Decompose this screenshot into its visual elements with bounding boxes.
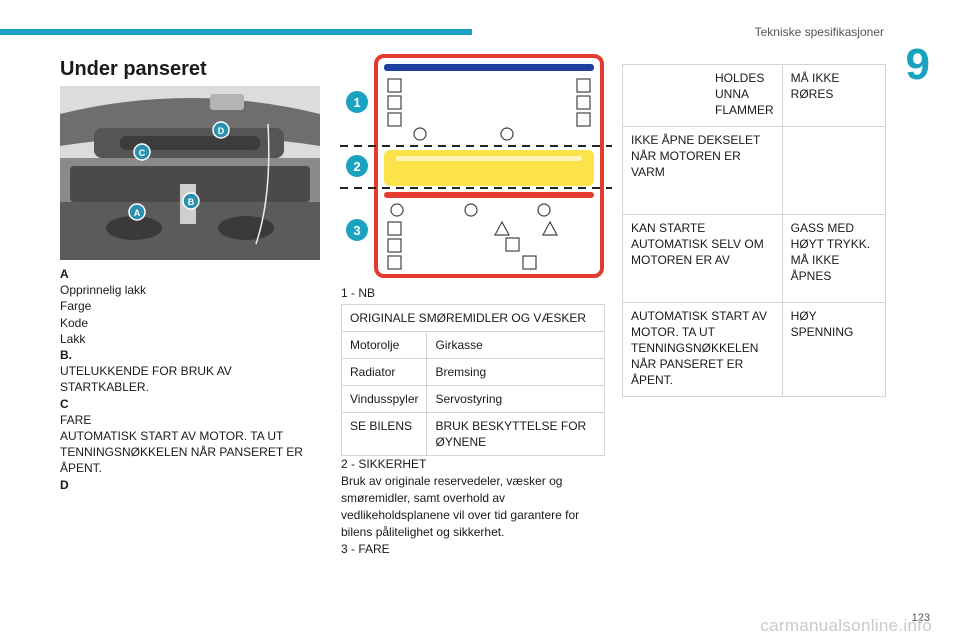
- red-band: [384, 192, 594, 198]
- section3-caption: 3 - FARE: [341, 542, 390, 556]
- table-cell: Servostyring: [426, 385, 605, 413]
- svg-text:C: C: [139, 148, 146, 158]
- photo-marker-a: [128, 203, 146, 221]
- yellow-band: [384, 150, 594, 186]
- marker-3: 3: [344, 217, 370, 243]
- table-cell: SE BILENS: [340, 412, 428, 456]
- label-line: AUTOMATISK START AV MOTOR. TA UT TENNING…: [60, 429, 303, 476]
- label-line: Farge: [60, 299, 92, 314]
- section1-caption: 1 - NB: [341, 286, 376, 300]
- label-line: B.: [60, 348, 72, 363]
- marker-1: 1: [344, 89, 370, 115]
- table-cell: [781, 126, 887, 215]
- table-row: Vindusspyler Servostyring: [340, 385, 605, 413]
- watermark: carmanualsonline.info: [760, 616, 932, 635]
- photo-marker-b: [182, 192, 200, 210]
- table-row: Radiator Bremsing: [340, 358, 605, 386]
- label-line: D: [60, 477, 69, 492]
- page-number: 123: [911, 612, 930, 624]
- hood-label-diagram: 1 2 3: [340, 52, 612, 280]
- label-line: UTELUKKENDE FOR BRUK AV STARTKABLER.: [60, 364, 232, 395]
- marker-2: 2: [344, 153, 370, 179]
- svg-text:B: B: [188, 197, 195, 207]
- table-cell: BRUK BESKYTTELSE FOR ØYNENE: [426, 412, 605, 456]
- fluids-table: ORIGINALE SMØREMIDLER OG VÆSKER Motorolj…: [340, 304, 605, 456]
- engine-bay-illustration: D C B A: [60, 86, 320, 260]
- photo-marker-d: [212, 121, 230, 139]
- svg-text:D: D: [218, 126, 225, 136]
- table-row: ORIGINALE SMØREMIDLER OG VÆSKER: [341, 304, 605, 332]
- table-cell: HØY SPENNING: [781, 302, 887, 397]
- photo-marker-c: [133, 143, 151, 161]
- table-cell: HOLDES UNNA FLAMMER: [622, 64, 783, 127]
- table-row: IKKE ÅPNE DEKSELET NÅR MOTOREN ER VARM: [622, 126, 887, 215]
- label-line: Lakk: [60, 331, 86, 346]
- svg-text:2: 2: [353, 159, 360, 174]
- section2-caption: 2 - SIKKERHET: [341, 457, 427, 471]
- table-row: AUTOMATISK START AV MOTOR. TA UT TENNING…: [622, 302, 887, 397]
- safety-section: 2 - SIKKERHET Bruk av originale reserved…: [341, 456, 605, 558]
- table-row: KAN STARTE AUTOMATISK SELV OM MOTOREN ER…: [622, 214, 887, 303]
- table-cell: IKKE ÅPNE DEKSELET NÅR MOTOREN ER VARM: [622, 126, 783, 215]
- engine-bay-photo: D C B A: [60, 86, 320, 260]
- label-line: Opprinnelig lakk: [60, 283, 147, 298]
- top-accent-bar: [0, 29, 472, 35]
- table-cell: Vindusspyler: [340, 385, 428, 413]
- table-cell: Girkasse: [426, 331, 605, 359]
- table-row: Motorolje Girkasse: [340, 331, 605, 359]
- blue-band: [384, 64, 594, 71]
- section3-icons: [387, 203, 559, 270]
- chapter-number: 9: [905, 40, 930, 89]
- label-line: C: [60, 396, 69, 411]
- section1-icons: [387, 78, 591, 141]
- label-line: A: [60, 267, 69, 281]
- svg-text:1: 1: [353, 95, 360, 110]
- table-row: SE BILENS BRUK BESKYTTELSE FOR ØYNENE: [340, 412, 605, 456]
- page-title: Under panseret: [60, 58, 207, 80]
- table-cell: MÅ IKKE RØRES: [781, 64, 887, 127]
- table-cell: Bremsing: [426, 358, 605, 386]
- svg-text:A: A: [134, 208, 141, 218]
- table-cell: Radiator: [340, 358, 428, 386]
- table-cell: KAN STARTE AUTOMATISK SELV OM MOTOREN ER…: [622, 214, 783, 303]
- label-line: Kode: [60, 315, 89, 330]
- section-title: Tekniske spesifikasjoner: [754, 25, 884, 39]
- svg-text:3: 3: [353, 223, 360, 238]
- fluids-table-header: ORIGINALE SMØREMIDLER OG VÆSKER: [341, 304, 605, 332]
- table-cell: Motorolje: [340, 331, 428, 359]
- label-line: FARE: [60, 412, 92, 427]
- table-cell: AUTOMATISK START AV MOTOR. TA UT TENNING…: [622, 302, 783, 397]
- table-cell: GASS MED HØYT TRYKK. MÅ IKKE ÅPNES: [781, 214, 887, 303]
- section2-body: Bruk av originale reservedeler, væsker o…: [341, 474, 580, 539]
